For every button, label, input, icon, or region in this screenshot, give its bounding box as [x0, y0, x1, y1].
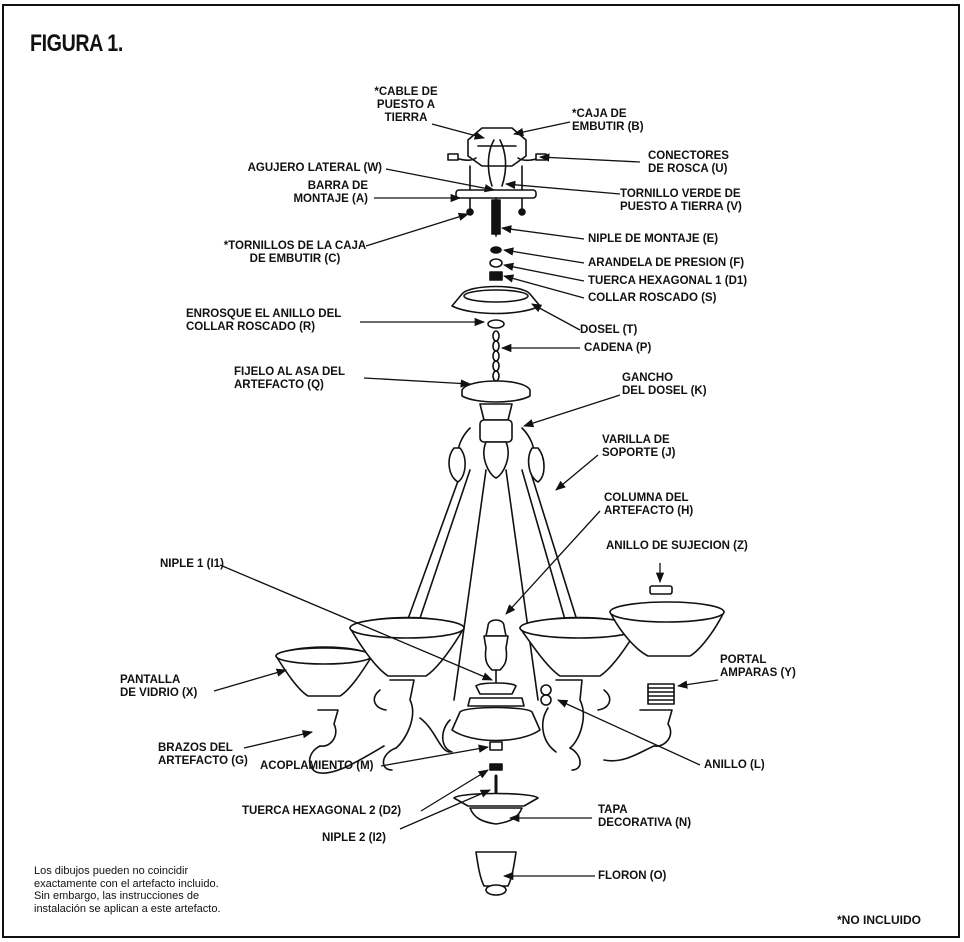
label-enrosque: ENROSQUE EL ANILLO DEL COLLAR ROSCADO (R… — [186, 308, 342, 333]
label-gancho: GANCHO DEL DOSEL (K) — [622, 372, 707, 397]
mounting-hardware-drawing — [489, 246, 503, 281]
figure-frame — [2, 4, 960, 938]
label-agujero-lateral: AGUJERO LATERAL (W) — [247, 162, 382, 174]
label-floron: FLORON (O) — [598, 870, 667, 882]
label-niple-montaje: NIPLE DE MONTAJE (E) — [588, 233, 719, 245]
label-varilla: VARILLA DE SOPORTE (J) — [602, 434, 676, 459]
disclaimer-note: Los dibujos pueden no coincidir exactame… — [34, 865, 221, 915]
label-anillo-l: ANILLO (L) — [704, 759, 765, 771]
junction-box-drawing — [447, 127, 547, 237]
retaining-ring-drawing — [647, 585, 675, 705]
not-included-note: *NO INCLUIDO — [837, 913, 921, 927]
label-anillo-sujecion: ANILLO DE SUJECION (Z) — [606, 540, 748, 552]
label-conectores: CONECTORES DE ROSCA (U) — [648, 150, 729, 175]
label-barra-montaje: BARRA DE MONTAJE (A) — [293, 180, 368, 205]
label-pantalla: PANTALLA DE VIDRIO (X) — [120, 674, 198, 699]
label-brazos: BRAZOS DEL ARTEFACTO (G) — [158, 742, 248, 767]
chain-drawing — [492, 330, 500, 382]
fixture-top-drawing — [456, 380, 536, 479]
label-niple1: NIPLE 1 (I1) — [160, 558, 224, 570]
label-fijelo: FIJELO AL ASA DEL ARTEFACTO (Q) — [234, 366, 345, 391]
label-tornillo-verde: TORNILLO VERDE DE PUESTO A TIERRA (V) — [620, 188, 742, 213]
label-tapa: TAPA DECORATIVA (N) — [598, 804, 692, 829]
label-cable-tierra: *CABLE DE PUESTO A TIERRA — [374, 86, 438, 124]
fixture-arms-drawing — [308, 679, 673, 774]
figure-title: FIGURA 1. — [30, 30, 123, 57]
label-tornillos-caja: *TORNILLOS DE LA CAJA DE EMBUTIR (C) — [223, 240, 367, 265]
label-collar: COLLAR ROSCADO (S) — [588, 292, 717, 304]
label-acoplamiento: ACOPLAMIENTO (M) — [260, 760, 374, 772]
label-portal: PORTAL AMPARAS (Y) — [720, 654, 796, 679]
canopy-drawing — [451, 285, 541, 329]
support-rods-drawing — [403, 447, 581, 701]
glass-shades-drawing — [275, 601, 725, 697]
label-tuerca1: TUERCA HEXAGONAL 1 (D1) — [588, 275, 748, 287]
label-cadena: CADENA (P) — [584, 342, 652, 354]
label-arandela: ARANDELA DE PRESION (F) — [588, 257, 745, 269]
label-tuerca2: TUERCA HEXAGONAL 2 (D2) — [242, 805, 402, 817]
label-dosel: DOSEL (T) — [580, 324, 638, 336]
label-caja-embutir: *CAJA DE EMBUTIR (B) — [572, 108, 644, 133]
leader-arrows — [213, 121, 719, 881]
label-niple2: NIPLE 2 (I2) — [322, 832, 386, 844]
label-columna: COLUMNA DEL ARTEFACTO (H) — [604, 492, 694, 517]
central-column-drawing — [451, 619, 541, 896]
